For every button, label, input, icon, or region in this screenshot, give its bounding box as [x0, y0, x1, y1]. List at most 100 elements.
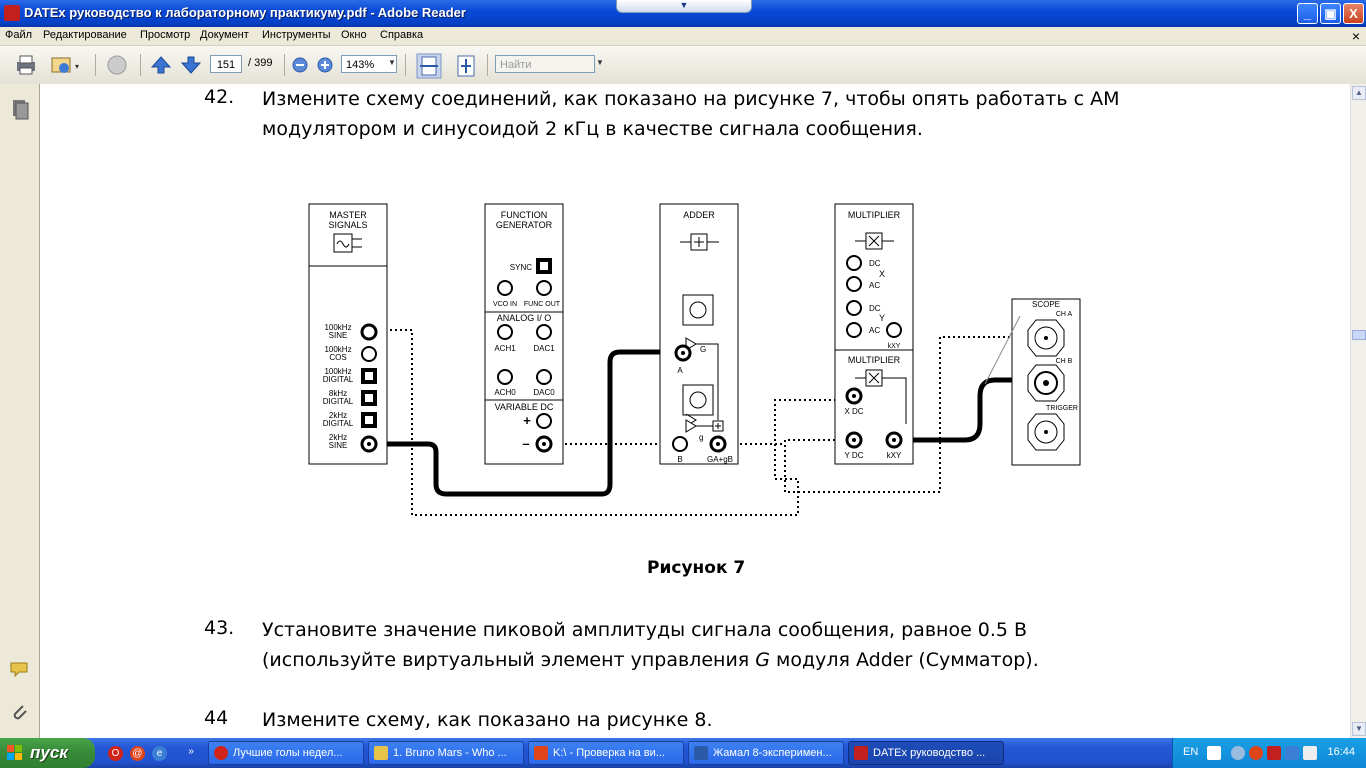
svg-text:SCOPE: SCOPE	[1032, 300, 1060, 309]
menu-tools[interactable]: Инструменты	[262, 29, 331, 41]
svg-text:GA+gB: GA+gB	[707, 455, 733, 464]
item-number-44: 44	[204, 707, 229, 729]
search-options-chevron-icon[interactable]: ▼	[596, 58, 604, 67]
language-indicator[interactable]: EN	[1183, 746, 1199, 758]
menu-file[interactable]: Файл	[5, 29, 33, 41]
minimize-button[interactable]: _	[1297, 3, 1318, 24]
svg-text:DIGITAL: DIGITAL	[323, 419, 354, 428]
vertical-scrollbar[interactable]: ▲ ▼	[1350, 84, 1366, 738]
clock: 16:44	[1327, 746, 1355, 758]
figure-caption: Рисунок 7	[647, 558, 746, 578]
adobe-reader-icon	[4, 5, 20, 21]
email-attach-icon[interactable]: ▾	[50, 54, 84, 76]
adobe-reader-task-icon	[854, 746, 868, 760]
task-word[interactable]: Жамал 8-эксперимен...	[688, 741, 844, 765]
document-page: 42. Измените схему соединений, как показ…	[40, 84, 1350, 738]
svg-text:MASTER: MASTER	[329, 210, 367, 220]
adder-module: ADDER G A g B GA+gB	[659, 203, 739, 465]
svg-text:AC: AC	[869, 281, 880, 290]
paragraph-44-line1: Измените схему, как показано на рисунке …	[262, 709, 713, 731]
start-button[interactable]: пуск	[0, 738, 95, 768]
page-number-input[interactable]: 151	[210, 55, 242, 73]
navigation-panel	[0, 84, 40, 738]
task-opera[interactable]: Лучшие голы недел...	[208, 741, 364, 765]
menu-window[interactable]: Окно	[341, 29, 367, 41]
svg-text:100kHz: 100kHz	[324, 345, 351, 354]
pages-panel-icon[interactable]	[9, 98, 29, 120]
fit-page-icon[interactable]	[453, 53, 479, 79]
scroll-up-icon[interactable]: ▲	[1352, 86, 1366, 100]
opera-task-icon	[214, 746, 228, 760]
tray-network-icon[interactable]	[1285, 746, 1299, 760]
music-player-icon	[374, 746, 388, 760]
svg-text:A: A	[677, 366, 683, 375]
svg-text:X: X	[879, 269, 885, 279]
menu-edit[interactable]: Редактирование	[43, 29, 127, 41]
task-adobe-reader[interactable]: DATEx руководство ...	[848, 741, 1004, 765]
svg-text:DIGITAL: DIGITAL	[323, 375, 354, 384]
svg-text:▾: ▾	[75, 62, 79, 71]
scroll-thumb[interactable]	[1352, 330, 1366, 340]
ie-icon[interactable]: e	[152, 746, 167, 761]
close-button[interactable]: X	[1343, 3, 1364, 24]
task-music[interactable]: 1. Bruno Mars - Who ...	[368, 741, 524, 765]
maximize-button[interactable]: ▣	[1320, 3, 1341, 24]
svg-text:kXY: kXY	[887, 451, 902, 460]
svg-text:kXY: kXY	[888, 343, 901, 350]
system-tray: EN 16:44	[1172, 738, 1366, 768]
tray-volume-icon[interactable]	[1303, 746, 1317, 760]
previous-page-icon[interactable]	[150, 55, 172, 75]
item-number-42: 42.	[204, 86, 235, 108]
svg-text:GENERATOR: GENERATOR	[496, 220, 553, 230]
svg-text:CH A: CH A	[1056, 311, 1073, 318]
svg-text:ADDER: ADDER	[683, 210, 715, 220]
antivirus-icon	[534, 746, 548, 760]
comments-icon[interactable]	[9, 660, 31, 680]
taskbar: пуск O @ e » Лучшие голы недел... 1. Bru…	[0, 738, 1366, 768]
opera-icon[interactable]: O	[108, 746, 123, 761]
attachments-paperclip-icon[interactable]	[9, 702, 31, 724]
zoom-in-icon[interactable]	[317, 57, 333, 73]
svg-text:Y: Y	[879, 313, 885, 323]
svg-text:SINE: SINE	[329, 441, 348, 450]
hand-tool-icon[interactable]	[104, 54, 130, 76]
tray-app-icon[interactable]	[1249, 746, 1263, 760]
zoom-out-icon[interactable]	[292, 57, 308, 73]
document-close-icon[interactable]: ×	[1351, 28, 1360, 44]
zoom-select[interactable]: 143%	[341, 55, 397, 73]
menu-document[interactable]: Документ	[200, 29, 249, 41]
tray-antivirus-icon[interactable]	[1267, 746, 1281, 760]
svg-text:DIGITAL: DIGITAL	[323, 397, 354, 406]
svg-text:g: g	[699, 433, 703, 442]
svg-text:ACH1: ACH1	[494, 344, 516, 353]
multiplier-module: MULTIPLIER DC X AC DC Y AC kXY MULTIPLIE…	[834, 203, 914, 465]
print-icon[interactable]	[14, 54, 38, 76]
word-doc-icon	[694, 746, 708, 760]
window-title: DATEx руководство к лабораторному практи…	[24, 5, 466, 20]
svg-text:FUNCTION: FUNCTION	[501, 210, 548, 220]
browser-icon[interactable]: @	[130, 746, 145, 761]
next-page-icon[interactable]	[180, 55, 202, 75]
svg-text:MULTIPLIER: MULTIPLIER	[848, 210, 901, 220]
svg-text:DAC0: DAC0	[533, 388, 555, 397]
paragraph-43-line2: (используйте виртуальный элемент управле…	[262, 649, 1039, 671]
task-antivirus[interactable]: K:\ - Проверка на ви...	[528, 741, 684, 765]
help-icon[interactable]	[1207, 746, 1221, 760]
function-generator-module: FUNCTION GENERATOR SYNC VCO IN FUNC OUT …	[484, 203, 564, 465]
paragraph-42-line1: Измените схему соединений, как показано …	[262, 88, 1120, 110]
quicklaunch-chevron-icon[interactable]: »	[188, 746, 194, 757]
menu-help[interactable]: Справка	[380, 29, 424, 41]
fit-width-icon[interactable]	[416, 53, 442, 79]
tray-expand-icon[interactable]	[1231, 746, 1245, 760]
title-bar: DATEx руководство к лабораторному практи…	[0, 0, 1366, 27]
svg-text:–: –	[522, 436, 529, 451]
scroll-down-icon[interactable]: ▼	[1352, 722, 1366, 736]
fullscreen-toggle[interactable]: ▼	[616, 0, 752, 13]
menu-view[interactable]: Просмотр	[140, 29, 191, 41]
windows-flag-icon	[7, 745, 22, 760]
search-input[interactable]: Найти	[495, 55, 595, 73]
svg-text:Y DC: Y DC	[845, 451, 864, 460]
scope-module: SCOPE CH A CH B TRIGGER	[984, 298, 1081, 466]
